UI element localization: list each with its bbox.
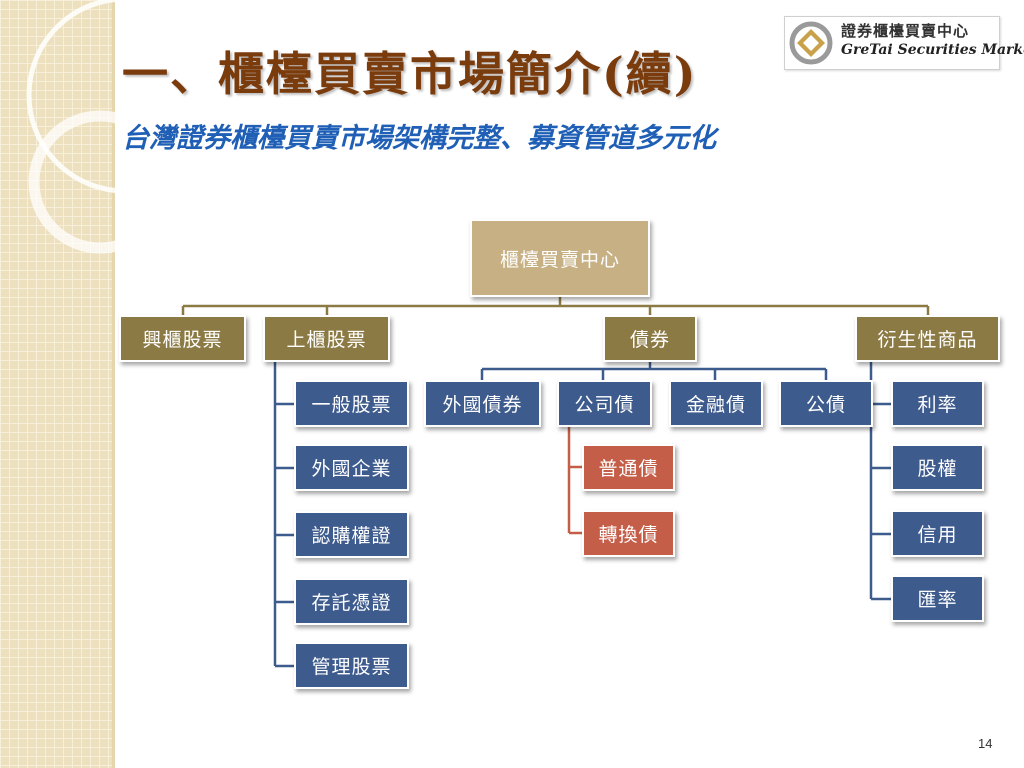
node-bonds: 債券 [603, 315, 697, 362]
node-root-otc-center: 櫃檯買賣中心 [470, 219, 650, 297]
node-emerging-stocks: 興櫃股票 [119, 315, 246, 362]
node-listed-foreign-companies: 外國企業 [294, 444, 409, 491]
logo-emblem-icon [789, 21, 833, 65]
node-derivative-credit: 信用 [891, 510, 984, 557]
slide-subtitle: 台灣證券櫃檯買賣市場架構完整、募資管道多元化 [122, 123, 716, 154]
node-bond-financial: 金融債 [669, 380, 763, 427]
node-bond-foreign: 外國債券 [424, 380, 541, 427]
node-listed-stocks: 上櫃股票 [263, 315, 390, 362]
node-listed-general-stocks: 一般股票 [294, 380, 409, 427]
node-bond-government: 公債 [779, 380, 873, 427]
node-listed-managed-stocks: 管理股票 [294, 642, 409, 689]
decorative-circles [26, 0, 160, 254]
node-listed-warrants: 認購權證 [294, 511, 409, 558]
logo-text-english: GreTai Securities Market [841, 42, 1024, 58]
logo-text-chinese: 證券櫃檯買賣中心 [841, 22, 970, 40]
node-listed-depositary-receipts: 存託憑證 [294, 578, 409, 625]
node-derivative-equity: 股權 [891, 444, 984, 491]
page-number: 14 [978, 736, 993, 751]
node-derivative-interest-rate: 利率 [891, 380, 984, 427]
node-bond-straight: 普通債 [582, 444, 675, 491]
node-bond-corporate: 公司債 [557, 380, 652, 427]
node-bond-convertible: 轉換債 [582, 510, 675, 557]
slide-title: 一、櫃檯買賣市場簡介(續) [122, 47, 698, 101]
gretai-logo: 證券櫃檯買賣中心 GreTai Securities Market [784, 16, 1024, 70]
decorative-band-edge [112, 0, 115, 768]
node-derivative-fx: 匯率 [891, 575, 984, 622]
node-derivatives: 衍生性商品 [855, 315, 1000, 362]
